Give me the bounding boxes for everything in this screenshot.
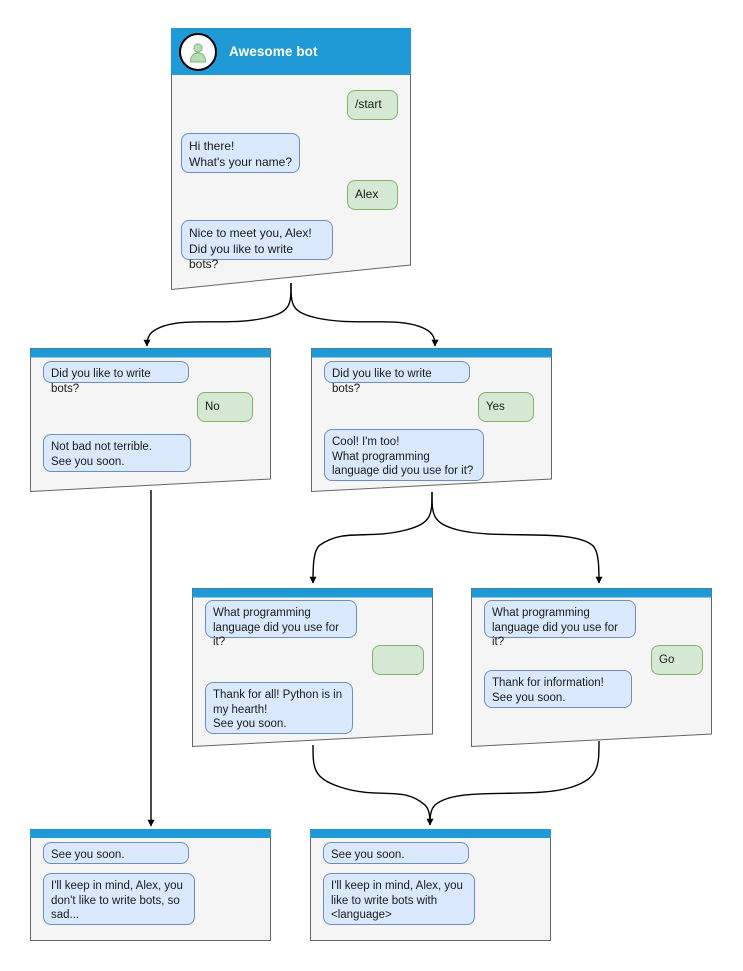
message-bubble-bot[interactable]: Did you like to write bots? <box>43 361 189 395</box>
message-bubble-user[interactable]: No <box>197 392 253 422</box>
message-bubble-bot[interactable]: What programming language did you use fo… <box>484 600 636 648</box>
chat-body-end-sad: See you soon. I'll keep in mind, Alex, y… <box>30 829 271 941</box>
message-bubble-bot[interactable]: Cool! I'm too! What programming language… <box>324 429 484 481</box>
chat-window-branch-yes[interactable]: Did you like to write bots? Yes Cool! I'… <box>311 348 552 492</box>
chat-window-end-happy[interactable]: See you soon. I'll keep in mind, Alex, y… <box>310 829 551 941</box>
message-bubble-user[interactable]: /start <box>347 90 398 120</box>
message-bubble-bot[interactable]: Not bad not terrible. See you soon. <box>43 434 191 472</box>
window-titlebar-end-happy <box>310 829 551 838</box>
connector-go-to-end-happy <box>426 740 600 826</box>
chat-header-root: Awesome bot <box>171 28 411 75</box>
connector-root-to-no <box>143 282 292 347</box>
connector-yes-to-go <box>431 491 603 584</box>
chat-window-branch-no[interactable]: Did you like to write bots? No Not bad n… <box>30 348 271 492</box>
chat-window-branch-python[interactable]: What programming language did you use fo… <box>192 588 433 747</box>
message-bubble-user[interactable] <box>372 645 424 675</box>
chat-body-branch-yes: Did you like to write bots? Yes Cool! I'… <box>311 348 552 492</box>
message-bubble-user[interactable]: Yes <box>478 392 534 422</box>
chat-body-end-happy: See you soon. I'll keep in mind, Alex, y… <box>310 829 551 941</box>
message-bubble-bot[interactable]: See you soon. <box>43 842 189 864</box>
message-bubble-bot[interactable]: I'll keep in mind, Alex, you like to wri… <box>323 873 475 925</box>
message-bubble-bot[interactable]: See you soon. <box>323 842 469 864</box>
connector-root-to-yes <box>290 282 439 347</box>
message-bubble-bot[interactable]: Thank for information! See you soon. <box>484 670 632 708</box>
message-bubble-bot[interactable]: Nice to meet you, Alex! Did you like to … <box>181 220 333 271</box>
chat-window-root[interactable]: Awesome bot /start Hi there! What's your… <box>171 28 411 290</box>
chat-body-branch-no: Did you like to write bots? No Not bad n… <box>30 348 271 492</box>
chat-body-root: /start Hi there! What's your name? Alex … <box>171 28 411 290</box>
connector-python-to-end-happy <box>312 744 431 826</box>
chat-body-branch-go: What programming language did you use fo… <box>471 588 712 747</box>
window-titlebar-end-sad <box>30 829 271 838</box>
message-bubble-bot[interactable]: What programming language did you use fo… <box>205 600 357 648</box>
chat-body-branch-python: What programming language did you use fo… <box>192 588 433 747</box>
chat-window-end-sad[interactable]: See you soon. I'll keep in mind, Alex, y… <box>30 829 271 941</box>
connector-yes-to-python <box>309 491 433 584</box>
message-bubble-bot[interactable]: Did you like to write bots? <box>324 361 470 395</box>
message-bubble-bot[interactable]: I'll keep in mind, Alex, you don't like … <box>43 873 195 925</box>
message-bubble-user[interactable]: Alex <box>347 180 398 210</box>
person-avatar-icon <box>179 32 217 71</box>
chat-window-branch-go[interactable]: What programming language did you use fo… <box>471 588 712 747</box>
message-bubble-bot[interactable]: Thank for all! Python is in my hearth! S… <box>205 682 353 734</box>
message-bubble-user[interactable]: Go <box>651 645 703 675</box>
chat-title: Awesome bot <box>229 44 318 59</box>
message-bubble-bot[interactable]: Hi there! What's your name? <box>181 133 300 173</box>
